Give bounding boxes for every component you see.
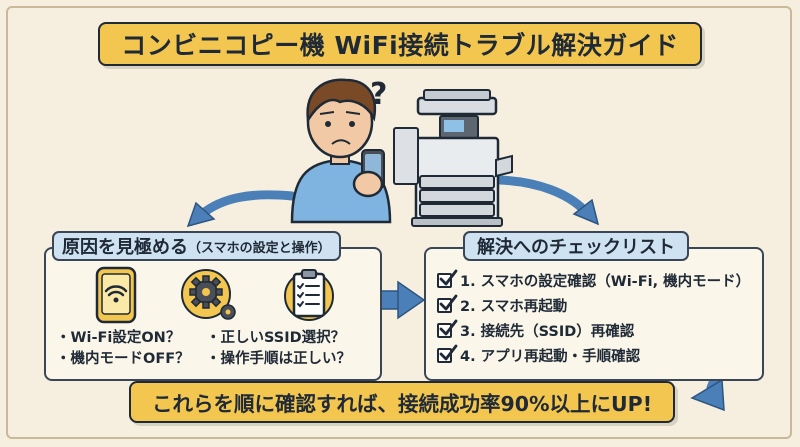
checkbox-checked (437, 269, 458, 288)
checklist-clipboard-icon (284, 269, 334, 321)
checkmark-icon (439, 269, 458, 285)
causes-panel-title: 原因を見極める (62, 237, 188, 258)
checklist: 1. スマホの設定確認（Wi-Fi, 機内モード） 2. スマホ再起動 3. 接… (437, 268, 750, 368)
checklist-item: 2. スマホ再起動 (437, 293, 750, 317)
causes-panel-header: 原因を見極める （スマホの設定と操作） (52, 231, 341, 261)
cause-airplane-mode: ・機内モードOFF？ (56, 351, 190, 367)
checkmark-icon (439, 294, 458, 310)
checklist-panel-title: 解決へのチェックリスト (463, 231, 689, 261)
causes-panel-subtitle: （スマホの設定と操作） (188, 240, 331, 256)
page-frame (6, 6, 792, 439)
footer-banner: これらを順に確認すれば、接続成功率90%以上にUP! (129, 381, 675, 423)
cause-wifi-setting: ・Wi-Fi設定ON？ (56, 330, 181, 346)
right-arrow-icon (377, 280, 426, 320)
checkbox-checked (437, 344, 458, 363)
cause-list-col1: ・Wi-Fi設定ON？ ・機内モードOFF？ (56, 328, 190, 370)
question-mark-icon: ? (370, 77, 387, 112)
checkmark-icon (439, 344, 458, 360)
curved-arrow-left-icon (186, 190, 297, 228)
cause-ssid: ・正しいSSID選択？ (206, 330, 346, 346)
checkmark-icon (439, 319, 458, 335)
checklist-item: 4. アプリ再起動・手順確認 (437, 343, 750, 367)
copy-machine-illustration (393, 89, 513, 227)
page-title: コンビニコピー機 WiFi接続トラブル解決ガイド (98, 22, 702, 66)
wifi-phone-icon (95, 266, 137, 324)
checklist-item-label: 1. スマホの設定確認（Wi-Fi, 機内モード） (460, 273, 751, 290)
checklist-item-label: 2. スマホ再起動 (460, 298, 568, 315)
checklist-item-label: 4. アプリ再起動・手順確認 (460, 348, 641, 365)
checklist-item: 3. 接続先（SSID）再確認 (437, 318, 750, 342)
checkbox-checked (437, 319, 458, 338)
checkbox-checked (437, 294, 458, 313)
checklist-item-label: 3. 接続先（SSID）再確認 (460, 323, 635, 340)
cause-list-col2: ・正しいSSID選択？ ・操作手順は正しい？ (206, 328, 351, 370)
gears-icon (181, 269, 236, 320)
confused-person-illustration: ? (290, 77, 392, 224)
curved-arrow-right-icon (495, 175, 600, 226)
cause-procedure: ・操作手順は正しい？ (206, 351, 351, 367)
checklist-item: 1. スマホの設定確認（Wi-Fi, 機内モード） (437, 268, 750, 292)
